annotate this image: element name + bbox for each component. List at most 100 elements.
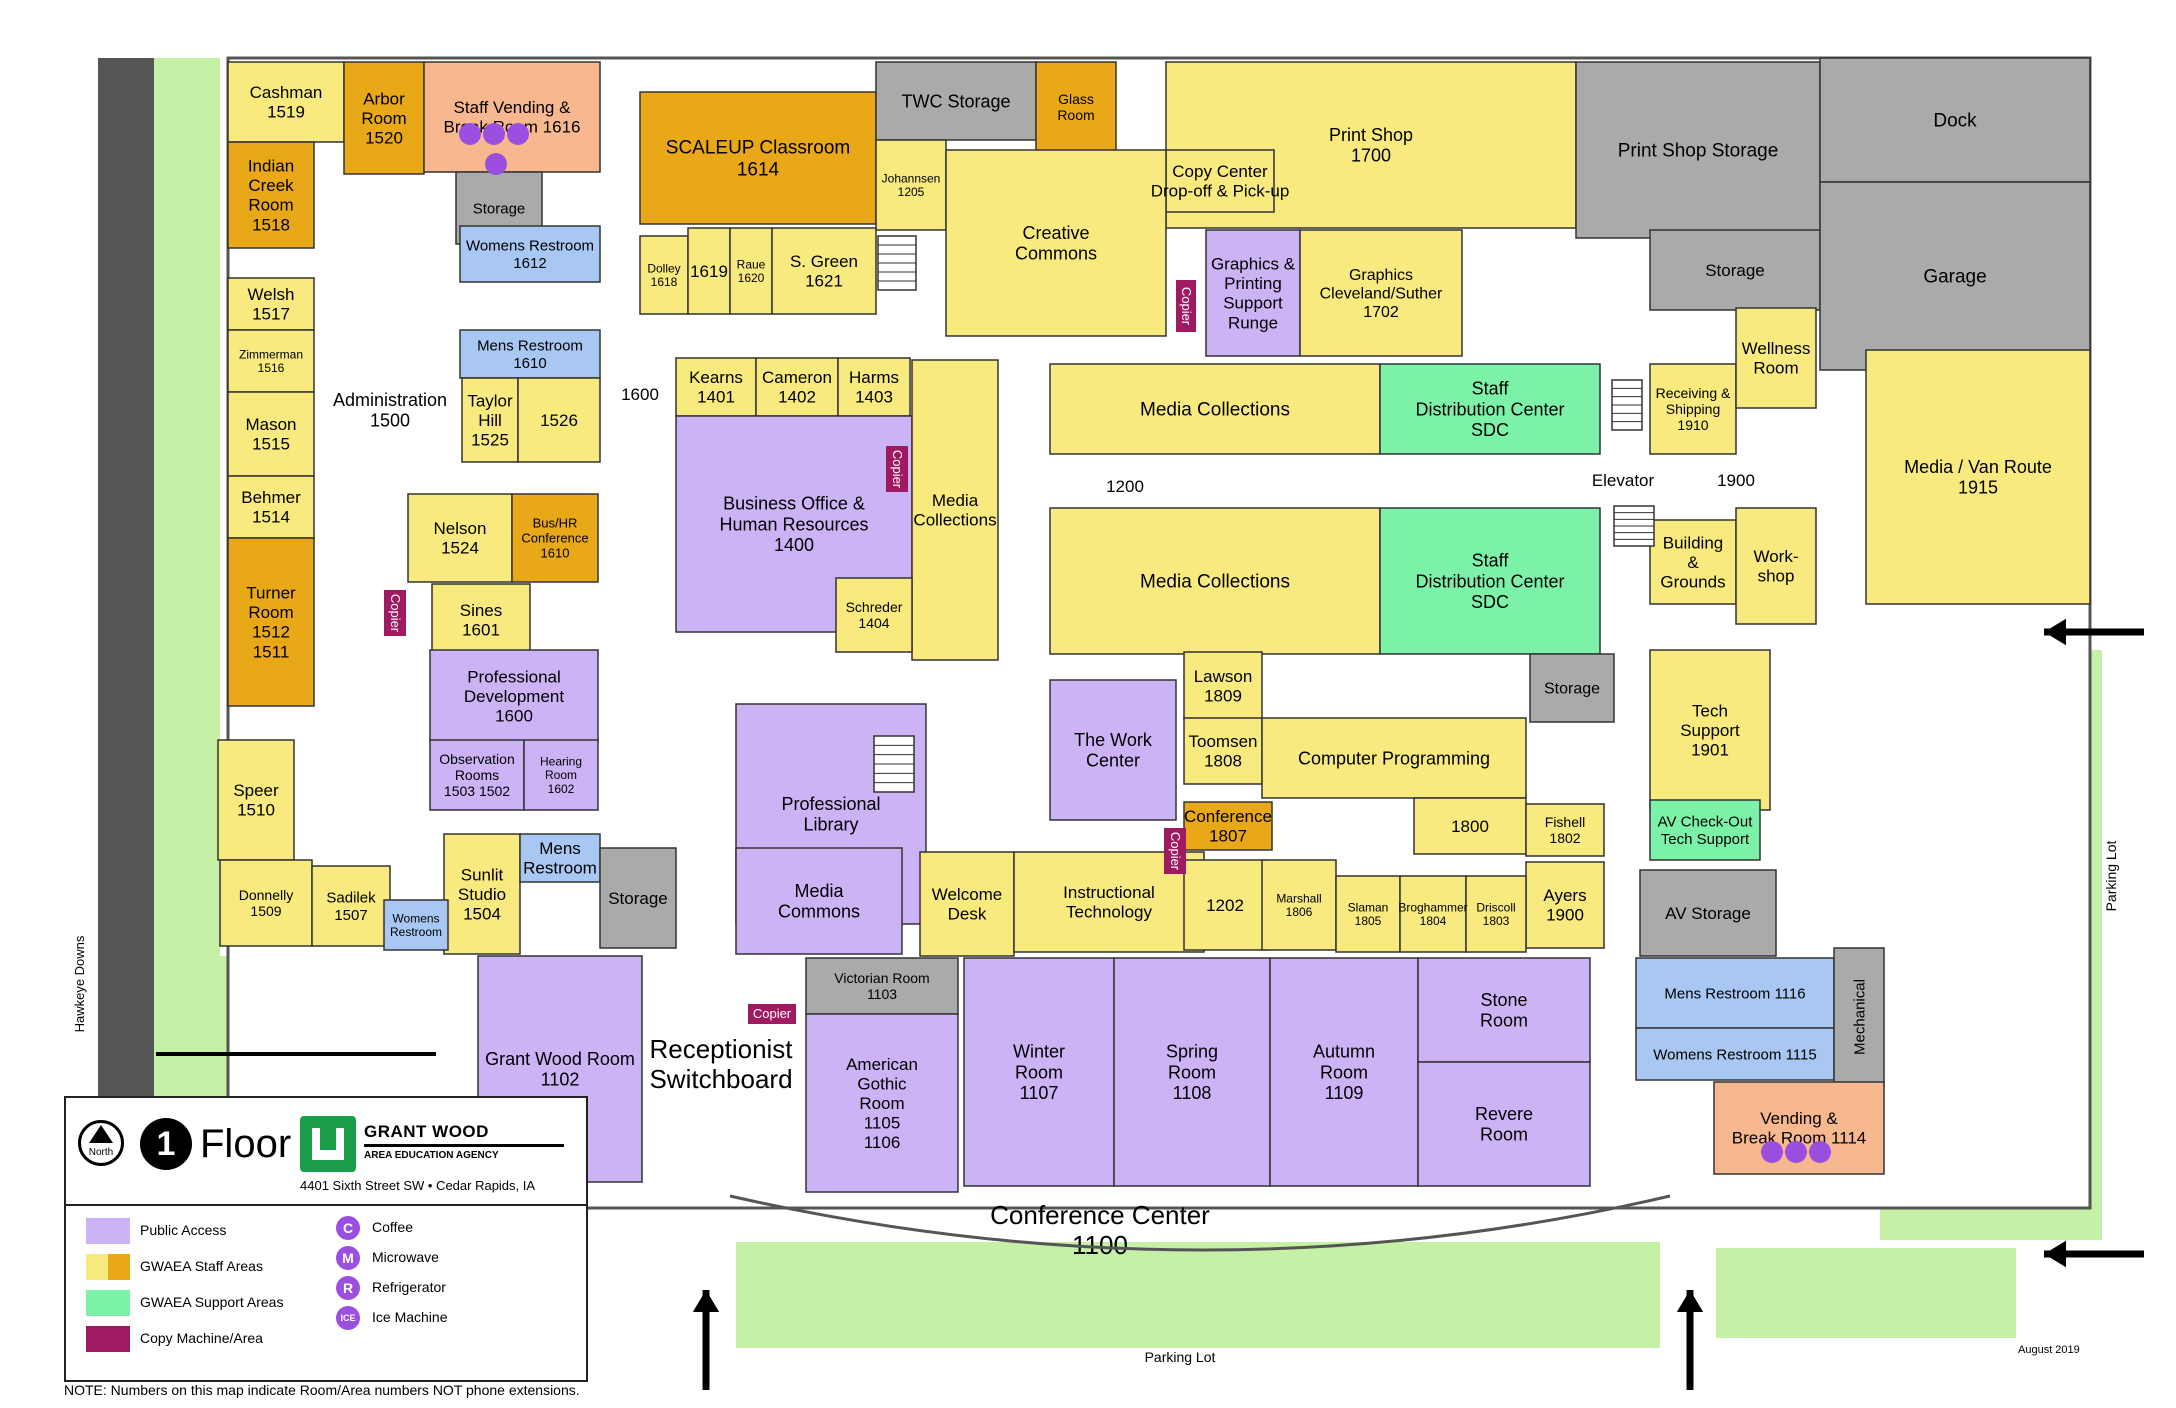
room-label-media-collections-n: Media Collections	[1140, 400, 1290, 421]
room-womens-restroom-1612	[459, 225, 601, 283]
room-label-line: Sunlit	[461, 865, 504, 884]
room-lawson	[1183, 651, 1263, 721]
room-label-line: 1808	[1204, 752, 1242, 771]
room-label-line: Desk	[948, 905, 987, 924]
conference-center-arc	[729, 1194, 1671, 1252]
room-welcome-desk	[919, 851, 1015, 957]
room-label-line: Room	[248, 196, 293, 215]
room-label-line: Studio	[458, 885, 506, 904]
room-label-line: Staff	[1472, 379, 1510, 399]
room-workshop	[1735, 507, 1817, 625]
room-label-line: 1610	[541, 546, 570, 561]
room-storage-1800	[1529, 653, 1615, 723]
room-label-line: Room	[1480, 1011, 1528, 1031]
room-label-line: Vending &	[1760, 1109, 1838, 1128]
agency-logo-icon	[300, 1116, 356, 1172]
map-note: NOTE: Numbers on this map indicate Room/…	[64, 1382, 580, 1398]
room-glass-room	[1035, 61, 1117, 153]
room-marshall	[1261, 859, 1337, 951]
room-label-line: Marshall	[1276, 891, 1321, 905]
room-label-line: 1600	[495, 707, 533, 726]
room-label-line: Grant Wood Room	[485, 1049, 635, 1069]
room-label-line: 1108	[1173, 1083, 1212, 1103]
room-label-line: Receiving &	[1656, 385, 1731, 401]
room-label-line: 1803	[1483, 914, 1510, 928]
room-label-dock: Dock	[1933, 111, 1977, 132]
room-victorian	[805, 957, 959, 1015]
room-label-line: 1400	[774, 535, 814, 555]
room-r1526	[517, 377, 601, 463]
room-label-line: Mens Restroom	[477, 338, 583, 355]
room-raue	[729, 227, 773, 315]
room-label-line: 1804	[1420, 914, 1447, 928]
legend-swatch	[86, 1218, 130, 1244]
amenity-c-badge	[1761, 1141, 1783, 1163]
room-label-line: Room	[859, 1094, 904, 1113]
room-label-line: Observation	[439, 751, 514, 767]
agency-rule	[364, 1144, 564, 1147]
copier-reception-label: Copier	[753, 1006, 792, 1021]
room-label-hall-1200: 1200	[1106, 477, 1144, 496]
room-sunlit	[443, 833, 521, 955]
room-label-line: Center	[1086, 751, 1140, 771]
room-spring	[1113, 957, 1271, 1187]
room-label-line: 1106	[864, 1133, 901, 1152]
room-label-line: Hill	[478, 411, 502, 430]
room-label-hall-1900: 1900	[1717, 471, 1755, 490]
legend-label: Public Access	[140, 1222, 227, 1238]
room-label-line: SDC	[1471, 420, 1509, 440]
room-label-line: 1202	[1206, 896, 1244, 915]
room-print-shop-storage	[1575, 61, 1821, 239]
legend-swatch	[86, 1290, 130, 1316]
room-label-av-storage: AV Storage	[1665, 904, 1751, 923]
room-label-line: Graphics &	[1211, 255, 1296, 274]
room-label-line: Conference	[1184, 807, 1272, 826]
room-label-line: Room	[1057, 107, 1094, 123]
room-label-line: Dock	[1933, 111, 1977, 132]
room-media-collections-s	[1049, 507, 1381, 655]
room-label-line: 1404	[858, 615, 889, 631]
room-hearing	[523, 739, 599, 811]
room-speer	[217, 739, 295, 861]
amenity-r-badge	[507, 123, 529, 145]
room-media-collections-n	[1049, 363, 1381, 455]
room-label-line: Taylor	[467, 391, 513, 410]
parking-lot-south-label: Parking Lot	[1145, 1349, 1216, 1365]
amenity-ice-icon: ICE	[336, 1306, 360, 1330]
room-label-storage-east: Storage	[1705, 261, 1765, 280]
room-label-garage: Garage	[1923, 267, 1986, 288]
stairs-icon	[873, 735, 915, 793]
room-dolley	[639, 235, 689, 315]
room-label-line: Behmer	[241, 488, 301, 507]
room-womens-restroom-w	[383, 899, 449, 951]
room-label-line: Fishell	[1545, 814, 1585, 830]
room-label-line: Tech	[1692, 701, 1728, 720]
room-label-line: 1802	[1549, 830, 1580, 846]
room-label-line: Cameron	[762, 368, 832, 387]
room-broghammer	[1399, 875, 1467, 953]
room-fishell	[1525, 803, 1605, 857]
south-lawn	[736, 1242, 1660, 1348]
copier-sines	[384, 590, 406, 636]
room-label-r1202: 1202	[1206, 896, 1244, 915]
